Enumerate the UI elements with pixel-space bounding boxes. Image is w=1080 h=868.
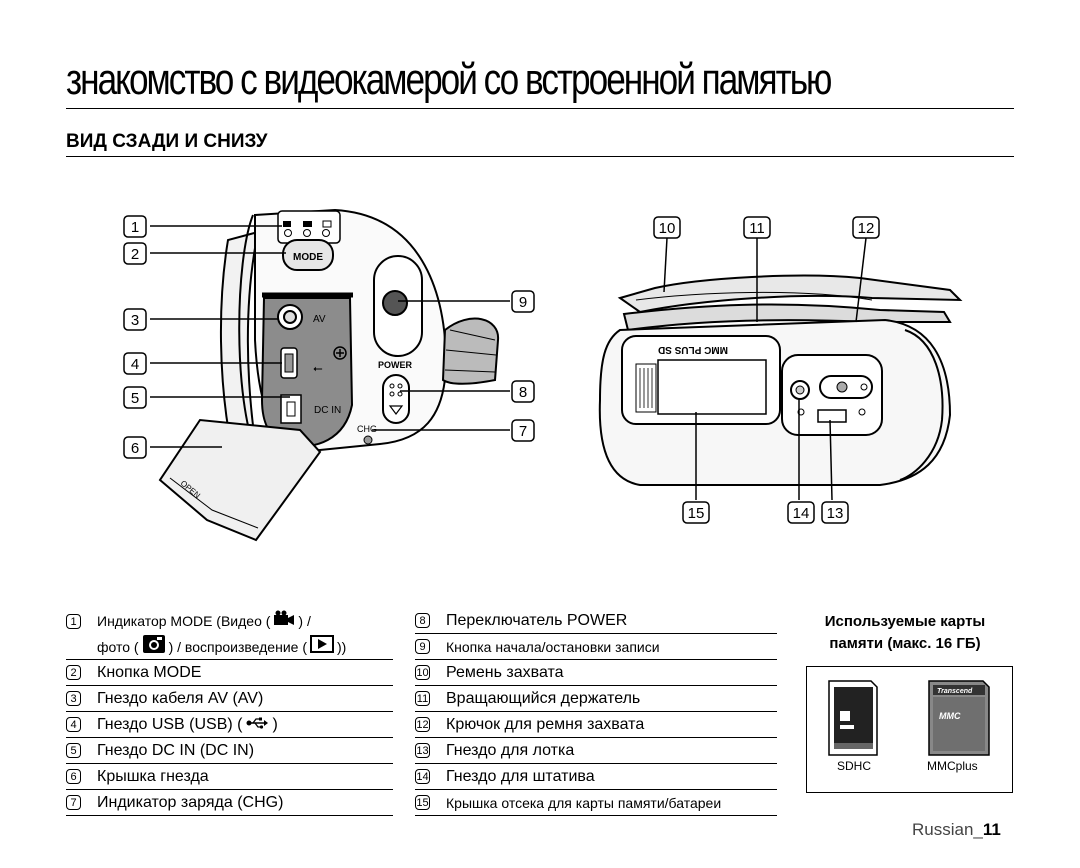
callout-7: 7 xyxy=(519,423,527,440)
callout-3: 3 xyxy=(131,312,139,329)
photo-camera-icon xyxy=(142,634,166,659)
callout-2: 2 xyxy=(131,246,139,263)
callout-9: 9 xyxy=(519,294,527,311)
mode-indicator-icons xyxy=(283,220,332,237)
callout-5: 5 xyxy=(131,390,139,407)
callout-8: 8 xyxy=(519,384,527,401)
mmcplus-card-icon: Transcend MMC xyxy=(928,680,990,756)
callout-14: 14 xyxy=(793,505,810,522)
play-icon xyxy=(310,635,334,658)
callout-10: 10 xyxy=(659,220,676,237)
photo-camera-icon xyxy=(303,221,312,227)
footer-language: Russian_ xyxy=(912,820,983,839)
callout-numbers: 1 2 3 4 5 6 7 8 9 10 11 12 13 14 15 xyxy=(123,215,880,524)
svg-text:MMC: MMC xyxy=(939,711,961,721)
callout-13: 13 xyxy=(827,505,844,522)
camera-diagram: MODE AV ⭠ DC IN POWER CHG xyxy=(123,208,963,542)
legend-item-1: 1 Индикатор MODE (Видео ( ) / xyxy=(66,608,393,634)
callout-6: 6 xyxy=(131,440,139,457)
sdhc-label: SDHC xyxy=(837,759,872,773)
page-number: 11 xyxy=(982,820,1001,839)
camera-rear-view: MODE AV ⭠ DC IN POWER CHG xyxy=(158,208,500,542)
svg-text:AV: AV xyxy=(313,314,326,325)
section-title: ВИД СЗАДИ И СНИЗУ xyxy=(66,131,268,152)
legend-item-1-cont: фото ( ) / воспроизведение ( )) xyxy=(66,634,393,660)
svg-text:MMC PLUS SD: MMC PLUS SD xyxy=(658,344,728,355)
video-camera-icon xyxy=(283,221,291,227)
memory-cards-box: Transcend MMC SDHC MMCplus xyxy=(806,666,1013,793)
callout-4: 4 xyxy=(131,356,139,373)
svg-text:CHG: CHG xyxy=(357,424,377,434)
section-rule xyxy=(66,156,1014,157)
usb-icon xyxy=(246,716,269,734)
callout-1: 1 xyxy=(131,219,139,236)
svg-text:POWER: POWER xyxy=(378,360,413,370)
svg-text:⭠: ⭠ xyxy=(313,361,323,375)
legend-item-4: 4 Гнездо USB (USB) ( ) xyxy=(66,712,393,738)
svg-text:Transcend: Transcend xyxy=(937,688,973,695)
callout-leaders xyxy=(150,225,867,501)
camera-bottom-view: MMC PLUS SD xyxy=(598,274,963,486)
title-rule xyxy=(66,108,1014,109)
page-title: знакомство с видеокамерой со встроенной … xyxy=(66,55,832,104)
page-footer: Russian_11 xyxy=(912,820,1001,840)
svg-text:DC IN: DC IN xyxy=(314,405,341,416)
memory-cards-heading: Используемые карты памяти (макс. 16 ГБ) xyxy=(824,613,986,652)
callout-12: 12 xyxy=(858,220,875,237)
mode-button-label: MODE xyxy=(293,252,323,263)
sdhc-card-icon xyxy=(828,680,878,756)
callout-15: 15 xyxy=(688,505,705,522)
video-camera-icon xyxy=(273,610,295,632)
mmcplus-label: MMCplus xyxy=(927,759,978,773)
play-icon xyxy=(322,220,332,228)
callout-11: 11 xyxy=(749,220,765,237)
